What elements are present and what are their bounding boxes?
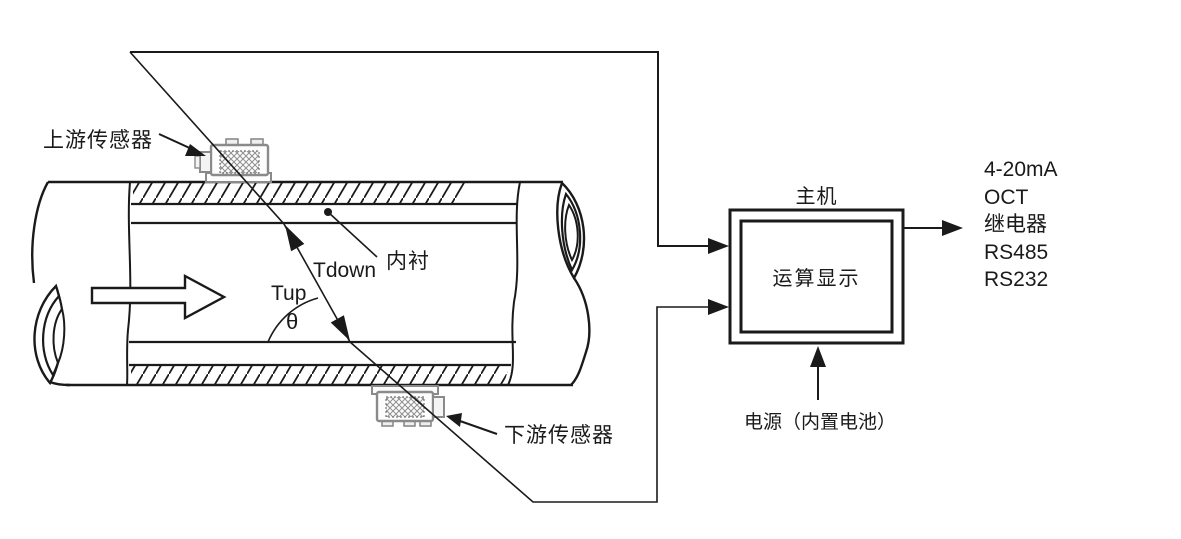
upstream-label-arrowhead-icon [185, 144, 206, 156]
beam-up-arrowhead-icon [285, 225, 305, 252]
power-arrow-icon [810, 346, 826, 367]
beam-path [129, 51, 712, 503]
pipe [31, 180, 591, 387]
pipe-left-cap-bottom [49, 380, 71, 387]
input-arrow-bottom-icon [708, 299, 729, 315]
input-arrow-top-icon [708, 238, 729, 254]
output-item-rs232: RS232 [984, 268, 1049, 291]
pipe-left-break-edge [126, 181, 132, 386]
upstream-sensor [194, 138, 272, 183]
output-item-oct: OCT [984, 185, 1029, 209]
output-item-relay: 继电器 [984, 213, 1047, 236]
display-label: 运算显示 [772, 268, 861, 290]
output-arrow-icon [942, 220, 963, 236]
display-box [739, 219, 894, 334]
output-item-rs485: RS485 [984, 240, 1049, 264]
liner-label: 内衬 [386, 250, 430, 273]
power-label: 电源（内置电池） [744, 412, 897, 433]
upstream-sensor-crystal [219, 150, 260, 174]
angle-arc [267, 297, 319, 343]
downstream-label-arrow [446, 413, 498, 435]
downstream-sensor-connector [432, 396, 445, 418]
theta-label: θ [286, 309, 299, 334]
output-item-4-20ma: 4-20mA [984, 158, 1058, 181]
beam-down-arrowhead-icon [330, 315, 350, 341]
downstream-sensor-label: 下游传感器 [504, 424, 614, 447]
pipe-right-break-leaf-inner [564, 202, 579, 263]
pipe-left-break-leaf-inner [52, 306, 66, 366]
downstream-sensor-crystal [385, 396, 425, 418]
upstream-sensor-nub [194, 155, 201, 169]
t-up-label: Tup [271, 282, 307, 305]
pipe-right-cap-belly [570, 277, 591, 386]
upstream-label-arrow [158, 133, 206, 156]
pipe-wall-hatch-bottom [131, 366, 509, 384]
downstream-label-arrowhead-icon [446, 413, 462, 427]
flow-arrow-icon [90, 273, 227, 321]
output-signal-list: 4-20mA OCT 继电器 RS485 RS232 [984, 156, 1058, 294]
pipe-wall-hatch-top [133, 183, 468, 203]
main-unit-title: 主机 [795, 186, 838, 208]
upstream-sensor-label: 上游传感器 [43, 129, 153, 152]
pipe-right-break-edge [507, 181, 521, 386]
t-down-label: Tdown [313, 259, 377, 282]
pipe-left-cap [31, 181, 50, 284]
upstream-cable [130, 51, 712, 247]
liner-callout-line [327, 211, 378, 258]
